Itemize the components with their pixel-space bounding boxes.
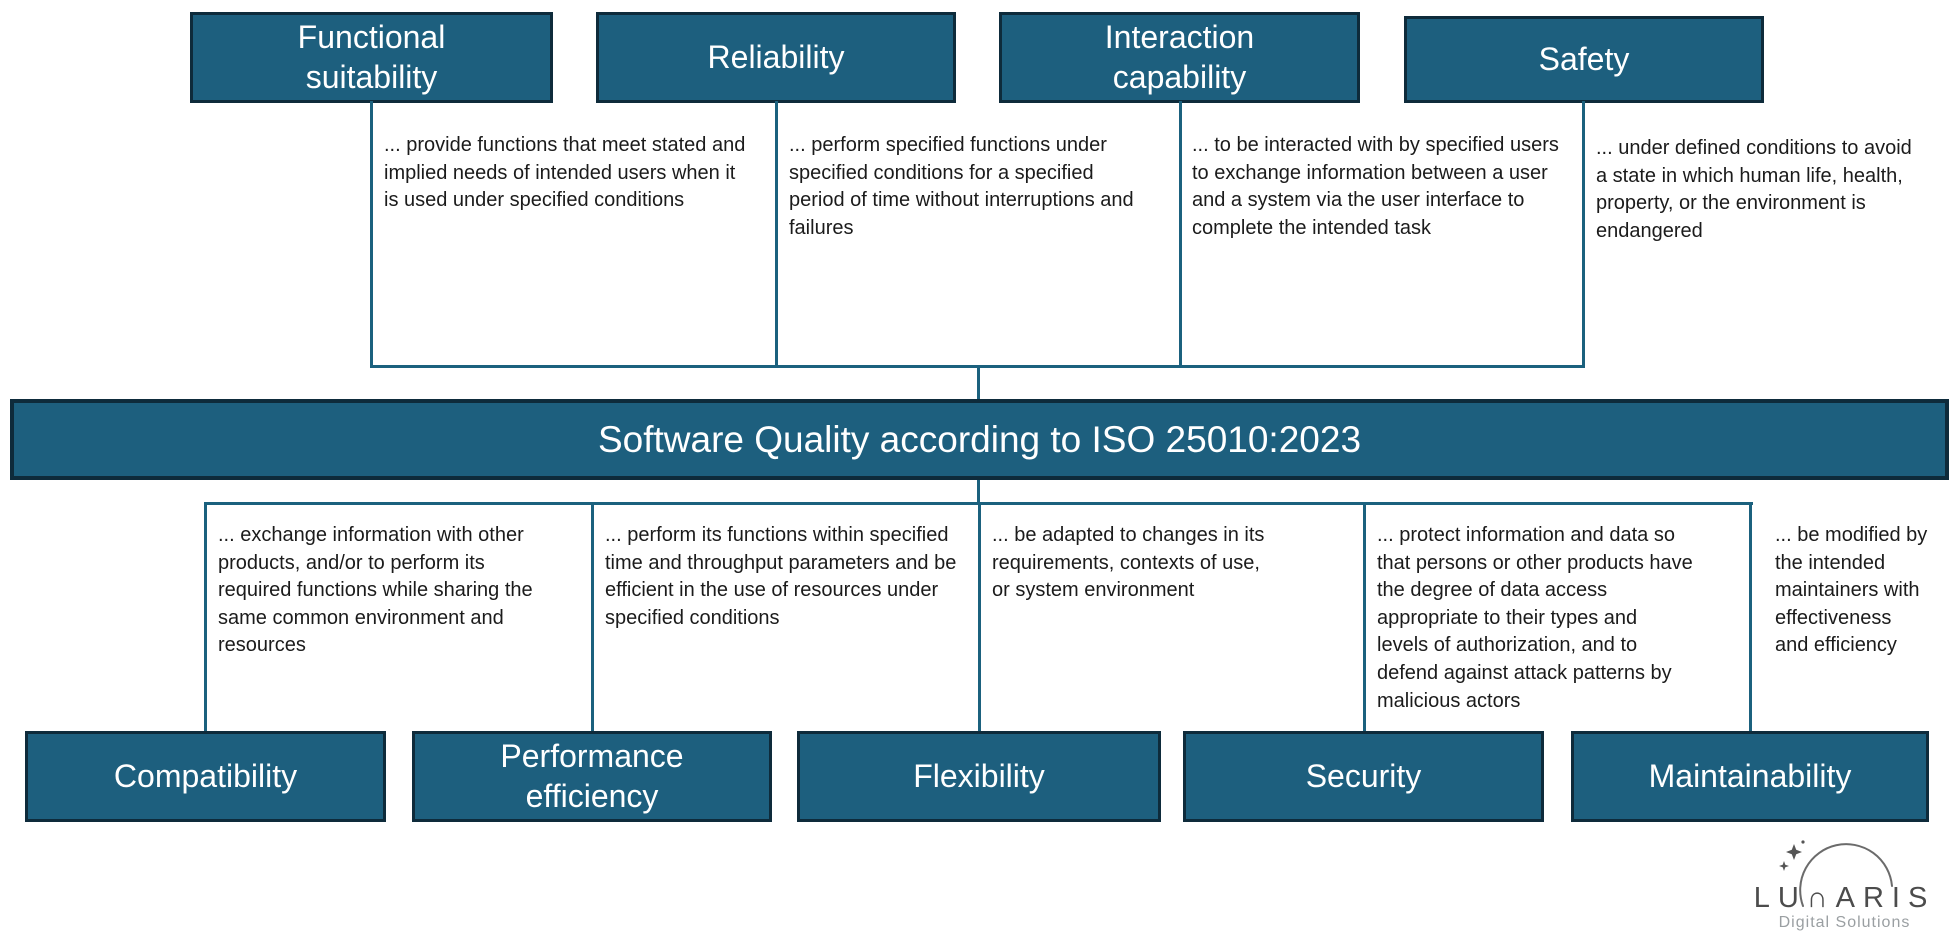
connector-top-center-drop [977, 365, 980, 399]
description-safety: ... under defined conditions to avoid a … [1596, 137, 1912, 242]
sparkle-dot-icon [1801, 840, 1805, 844]
connector-security [1363, 502, 1366, 731]
sparkle-small-icon [1779, 861, 1789, 871]
connector-performance-efficiency [591, 502, 594, 731]
box-reliability: Reliability [596, 12, 956, 103]
box-maintainability: Maintainability [1571, 731, 1929, 822]
connector-flexibility [978, 502, 981, 731]
connector-interaction-capability [1179, 101, 1182, 368]
lunaris-logo: LU∩ARIS Digital Solutions [1742, 838, 1947, 932]
box-flexibility: Flexibility [797, 731, 1161, 822]
connector-maintainability [1749, 502, 1752, 731]
connector-functional-suitability [370, 101, 373, 368]
crescent-arc-icon [1779, 840, 1893, 907]
description-flexibility: ... be adapted to changes in its require… [992, 524, 1265, 602]
description-functional-suitability: ... provide functions that meet stated a… [384, 134, 746, 212]
description-performance-efficiency: ... perform its functions within specifi… [605, 524, 957, 629]
box-compatibility: Compatibility [25, 731, 386, 822]
lunaris-wordmark: LU∩ARIS [1753, 882, 1936, 914]
description-interaction-capability: ... to be interacted with by specified u… [1192, 134, 1559, 239]
lunaris-subtitle: Digital Solutions [1778, 914, 1911, 931]
description-compatibility: ... exchange information with other prod… [218, 524, 533, 657]
box-security: Security [1183, 731, 1544, 822]
connector-bottom-center-drop [977, 480, 980, 504]
box-interaction-capability: Interaction capability [999, 12, 1360, 103]
description-security: ... protect information and data so that… [1377, 524, 1693, 712]
description-reliability: ... perform specified functions under sp… [789, 134, 1134, 239]
connector-compatibility [204, 502, 207, 731]
box-performance-efficiency: Performance efficiency [412, 731, 772, 822]
connector-safety [1582, 101, 1585, 368]
connector-reliability [775, 101, 778, 368]
sparkle-icon [1786, 844, 1802, 860]
description-maintainability: ... be modified by the intended maintain… [1775, 524, 1928, 657]
box-functional-suitability: Functional suitability [190, 12, 553, 103]
box-safety: Safety [1404, 16, 1764, 103]
title-bar: Software Quality according to ISO 25010:… [10, 399, 1949, 480]
